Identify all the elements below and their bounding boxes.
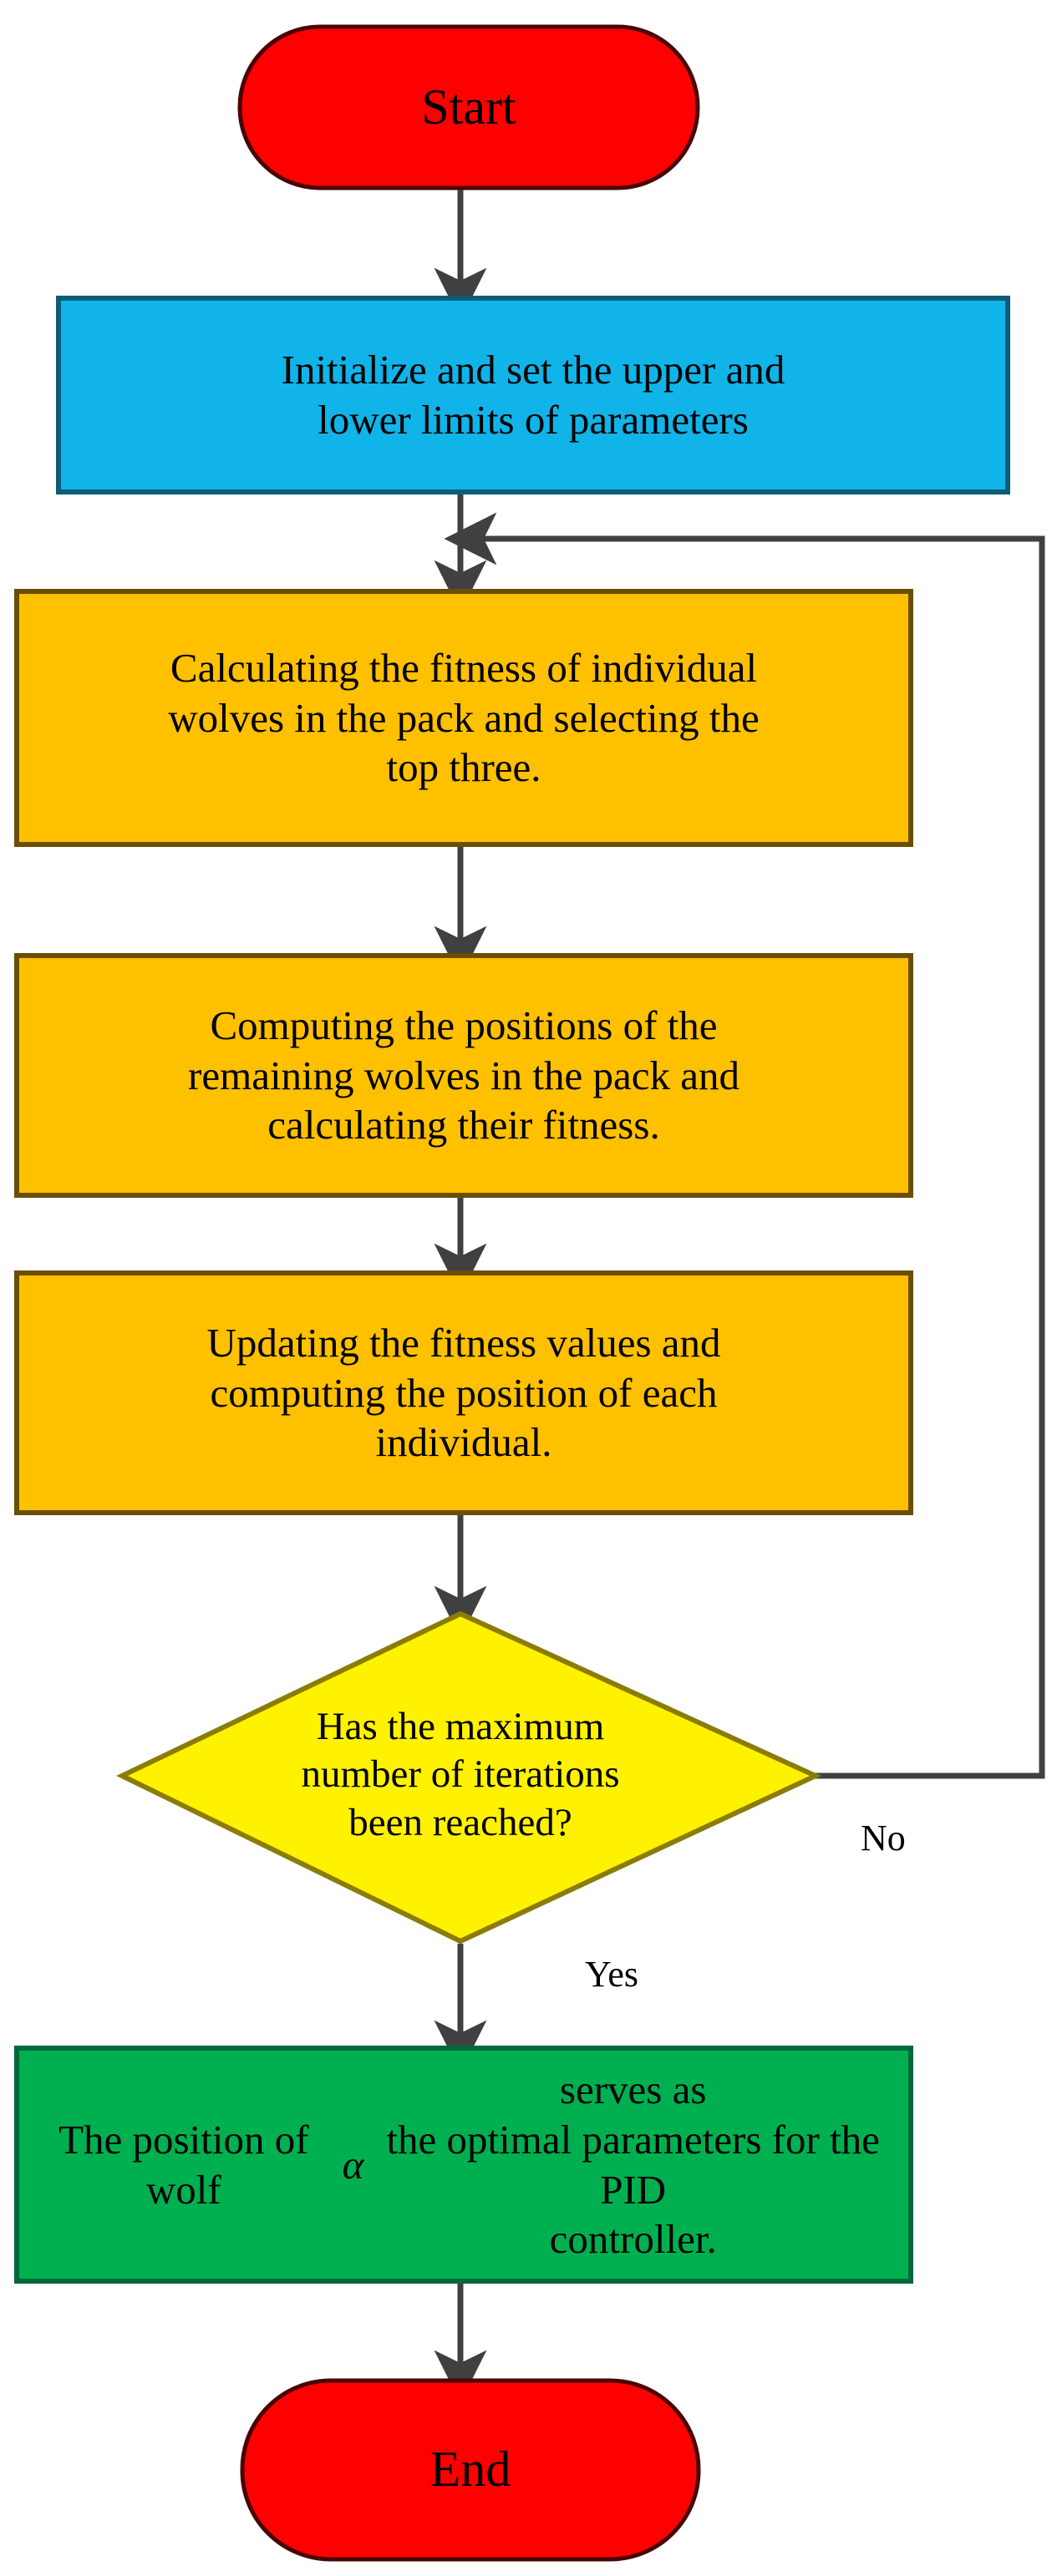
edge-label-yes: Yes	[585, 1954, 639, 1995]
node-fitness-shape	[14, 589, 913, 847]
node-positions-shape	[14, 953, 913, 1198]
node-result-shape	[14, 2046, 913, 2284]
node-decision-shape	[116, 1610, 822, 1945]
node-update-shape	[14, 1270, 913, 1515]
node-initialize-shape	[56, 296, 1010, 494]
node-end-shape	[240, 2378, 701, 2562]
node-start-shape	[237, 24, 700, 190]
connector-feedback-loop-no	[444, 512, 1045, 1779]
edge-label-no: No	[861, 1818, 906, 1858]
